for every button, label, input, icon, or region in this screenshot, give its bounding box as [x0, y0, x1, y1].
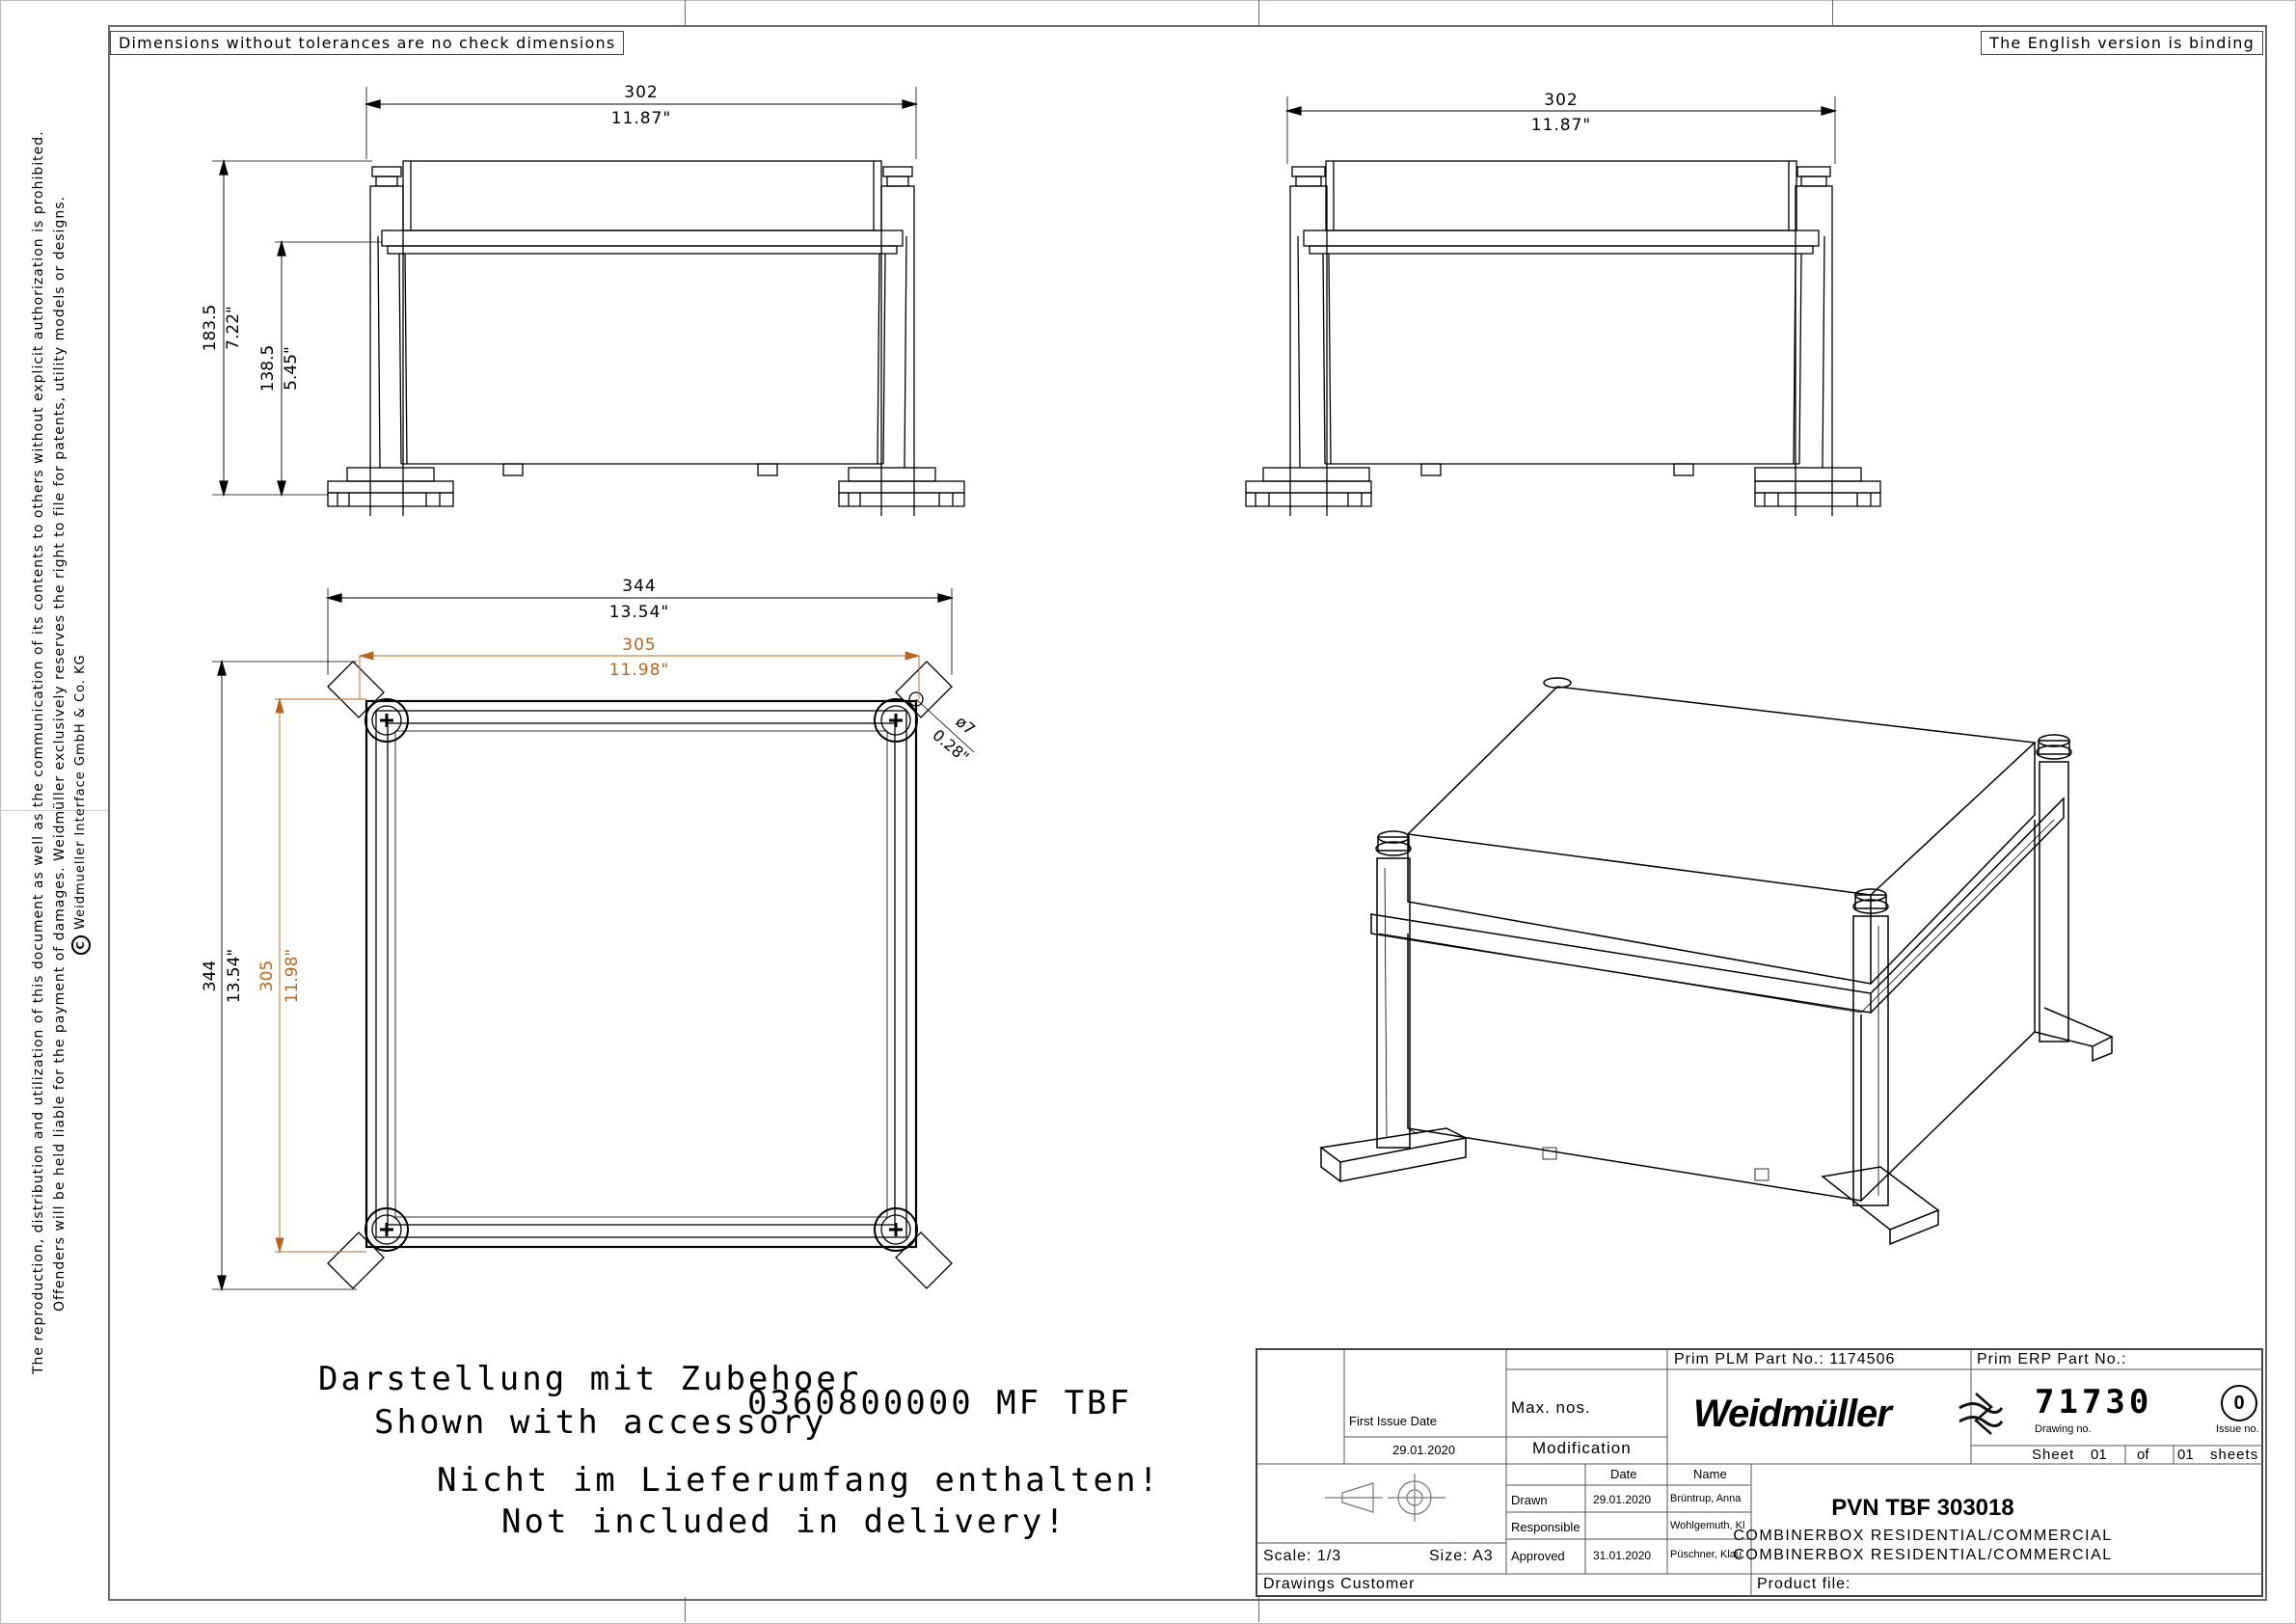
company-logo: Weidmüller [1693, 1393, 1892, 1435]
drawn-date: 29.01.2020 [1593, 1493, 1652, 1506]
drawn-name: Brüntrup, Anna [1670, 1493, 1742, 1504]
drawn-label: Drawn [1511, 1493, 1548, 1507]
approved-date: 31.01.2020 [1593, 1549, 1652, 1562]
frame-tick [1258, 0, 1259, 25]
front-view: 302 11.87" 183.5 7.22" 138.5 5.45" [201, 83, 965, 516]
modification-label: Modification [1532, 1439, 1632, 1457]
drawing-frame [108, 25, 2267, 1601]
height-total-in: 7.22" [224, 306, 243, 350]
isometric-view [1319, 677, 2114, 1246]
frame-tick [1832, 0, 1833, 25]
not-included-en: Not included in delivery! [501, 1502, 1067, 1541]
frame-tick [685, 1597, 686, 1622]
product-description-2: COMBINERBOX RESIDENTIAL/COMMERCIAL [1733, 1547, 2113, 1563]
sheet-label: Sheet [2032, 1447, 2075, 1463]
top-outer-v-in: 13.54" [225, 949, 244, 1004]
date-header: Date [1610, 1467, 1637, 1481]
responsible-label: Responsible [1511, 1520, 1580, 1534]
side-width-in: 11.87" [1531, 116, 1592, 135]
product-name: PVN TBF 303018 [1831, 1495, 2014, 1521]
title-block: First Issue Date 29.01.2020 Max. nos. Mo… [1256, 1348, 2263, 1597]
accessory-part: 0360800000 MF TBF [747, 1384, 1132, 1422]
issue-label: Issue no. [2216, 1423, 2259, 1435]
not-included-de: Nicht im Lieferumfang enthalten! [437, 1461, 1162, 1500]
weidmueller-logo-icon [1958, 1393, 2004, 1435]
plm-part-no: Prim PLM Part No.: 1174506 [1674, 1351, 1895, 1368]
max-nos-label: Max. nos. [1511, 1398, 1591, 1417]
tolerance-note: Dimensions without tolerances are no che… [110, 31, 625, 55]
scale: Scale: 1/3 [1263, 1548, 1342, 1564]
reproduction-notice-line2: Offenders will be held liable for the pa… [52, 196, 68, 1312]
approved-label: Approved [1511, 1549, 1565, 1563]
product-file-label: Product file: [1757, 1576, 1851, 1592]
paper-size: Size: A3 [1429, 1548, 1494, 1564]
sheets-label: sheets [2210, 1447, 2259, 1463]
top-inner-in: 11.98" [609, 661, 670, 680]
height-total-mm: 183.5 [201, 305, 220, 352]
drawing-number: 71730 [2035, 1383, 2153, 1421]
drawing-number-label: Drawing no. [2035, 1423, 2092, 1435]
erp-label: Prim ERP Part No.: [1977, 1351, 2127, 1367]
approved-name: Püschner, Klau [1670, 1549, 1742, 1560]
plm-label: Prim PLM Part No.: [1674, 1351, 1824, 1367]
title-block-grid [1257, 1350, 2263, 1597]
hole-diameter-mm: ø7 [952, 713, 979, 739]
responsible-name: Wohlgemuth, Kl [1670, 1520, 1745, 1531]
frame-tick [0, 810, 108, 811]
first-issue-label: First Issue Date [1349, 1414, 1438, 1428]
sheet-number: 01 [2091, 1447, 2107, 1463]
binding-note: The English version is binding [1981, 31, 2263, 55]
drawings-customer: Drawings Customer [1263, 1576, 1416, 1592]
top-inner-v-in: 11.98" [283, 949, 302, 1004]
product-description-1: COMBINERBOX RESIDENTIAL/COMMERCIAL [1733, 1528, 2113, 1544]
height-body-mm: 138.5 [258, 345, 278, 392]
top-outer-mm: 344 [622, 577, 656, 596]
top-outer-in: 13.54" [609, 603, 670, 622]
top-view: 344 13.54" 305 11.98" 344 13.54" 305 11.… [201, 577, 979, 1292]
height-body-in: 5.45" [282, 346, 301, 391]
frame-tick [1258, 1597, 1259, 1622]
front-width-in: 11.87" [611, 109, 672, 128]
of-label: of [2137, 1447, 2149, 1463]
plm-value: 1174506 [1829, 1351, 1896, 1367]
top-inner-v-mm: 305 [257, 961, 277, 991]
copyright-text: Weidmueller Interface GmbH & Co. KG [73, 654, 88, 930]
side-view: 302 11.87" [1245, 91, 1881, 516]
issue-number: 0 [2221, 1385, 2257, 1421]
top-inner-mm: 305 [622, 636, 656, 655]
copyright-notice: C Weidmueller Interface GmbH & Co. KG [71, 654, 91, 955]
first-issue-date: 29.01.2020 [1392, 1443, 1456, 1457]
side-width-mm: 302 [1544, 91, 1578, 110]
accessory-en: Shown with accessory [374, 1403, 827, 1442]
front-width-mm: 302 [624, 83, 658, 102]
accessory-de: Darstellung mit Zubehoer [318, 1360, 862, 1398]
reproduction-notice-line1: The reproduction, distribution and utili… [31, 130, 46, 1374]
projection-symbol-icon [1325, 1474, 1445, 1522]
sheets-count: 01 [2177, 1447, 2194, 1463]
top-outer-v-mm: 344 [201, 961, 220, 991]
copyright-icon: C [71, 935, 91, 955]
name-header: Name [1693, 1467, 1727, 1481]
frame-tick [685, 0, 686, 25]
